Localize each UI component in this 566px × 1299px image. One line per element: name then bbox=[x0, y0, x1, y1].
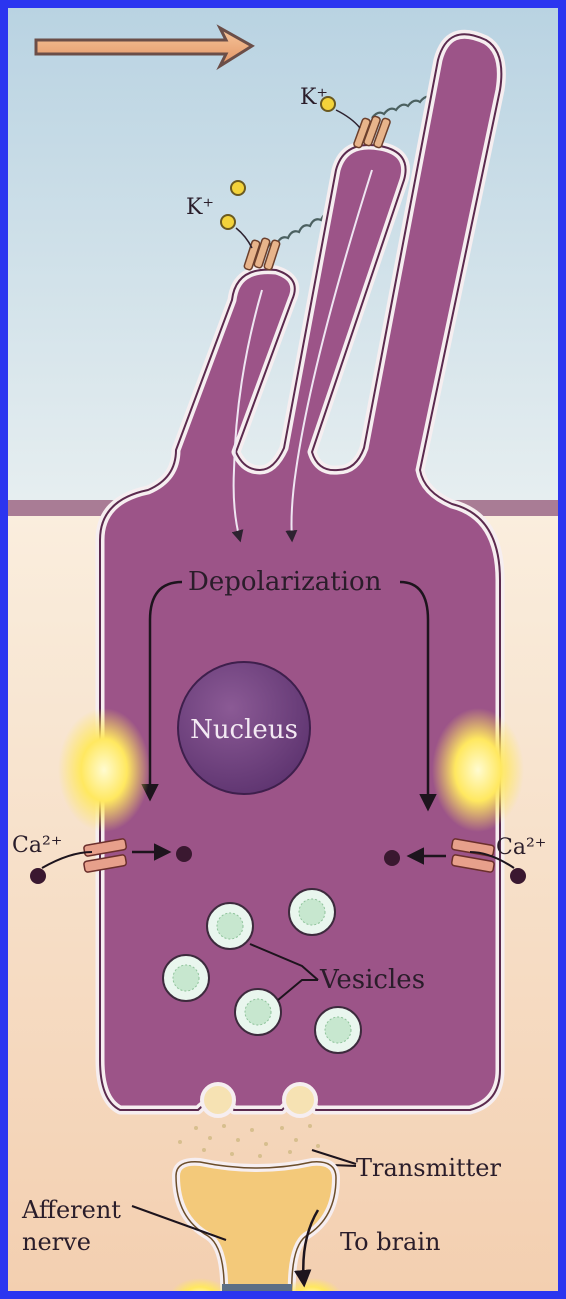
ca-ion-outside-right bbox=[510, 868, 526, 884]
afferent-label-line2: nerve bbox=[22, 1228, 91, 1256]
ca-ion-inside-left bbox=[176, 846, 192, 862]
k-ion bbox=[231, 181, 245, 195]
transmitter-label: Transmitter bbox=[356, 1154, 501, 1182]
k-plus-label-left: K⁺ bbox=[186, 195, 214, 220]
to-brain-label: To brain bbox=[340, 1228, 441, 1256]
depolarization-label: Depolarization bbox=[188, 567, 382, 597]
vesicle bbox=[289, 889, 335, 935]
ca-label-right: Ca²⁺ bbox=[496, 835, 546, 860]
ca-label-left: Ca²⁺ bbox=[12, 833, 62, 858]
k-ion bbox=[221, 215, 235, 229]
calcium-glow-left bbox=[58, 708, 150, 832]
vesicle bbox=[315, 1007, 361, 1053]
k-plus-label-top: K⁺ bbox=[300, 85, 328, 110]
vesicles-label: Vesicles bbox=[319, 965, 425, 995]
ca-ion-outside-left bbox=[30, 868, 46, 884]
calcium-glow-right bbox=[432, 708, 524, 832]
afferent-label-line1: Afferent bbox=[21, 1196, 121, 1224]
vesicle bbox=[207, 903, 253, 949]
nucleus-label: Nucleus bbox=[190, 715, 298, 745]
vesicle bbox=[163, 955, 209, 1001]
release-site-left bbox=[202, 1084, 234, 1116]
release-site-right bbox=[284, 1084, 316, 1116]
ca-ion-inside-right bbox=[384, 850, 400, 866]
vesicle bbox=[235, 989, 281, 1035]
